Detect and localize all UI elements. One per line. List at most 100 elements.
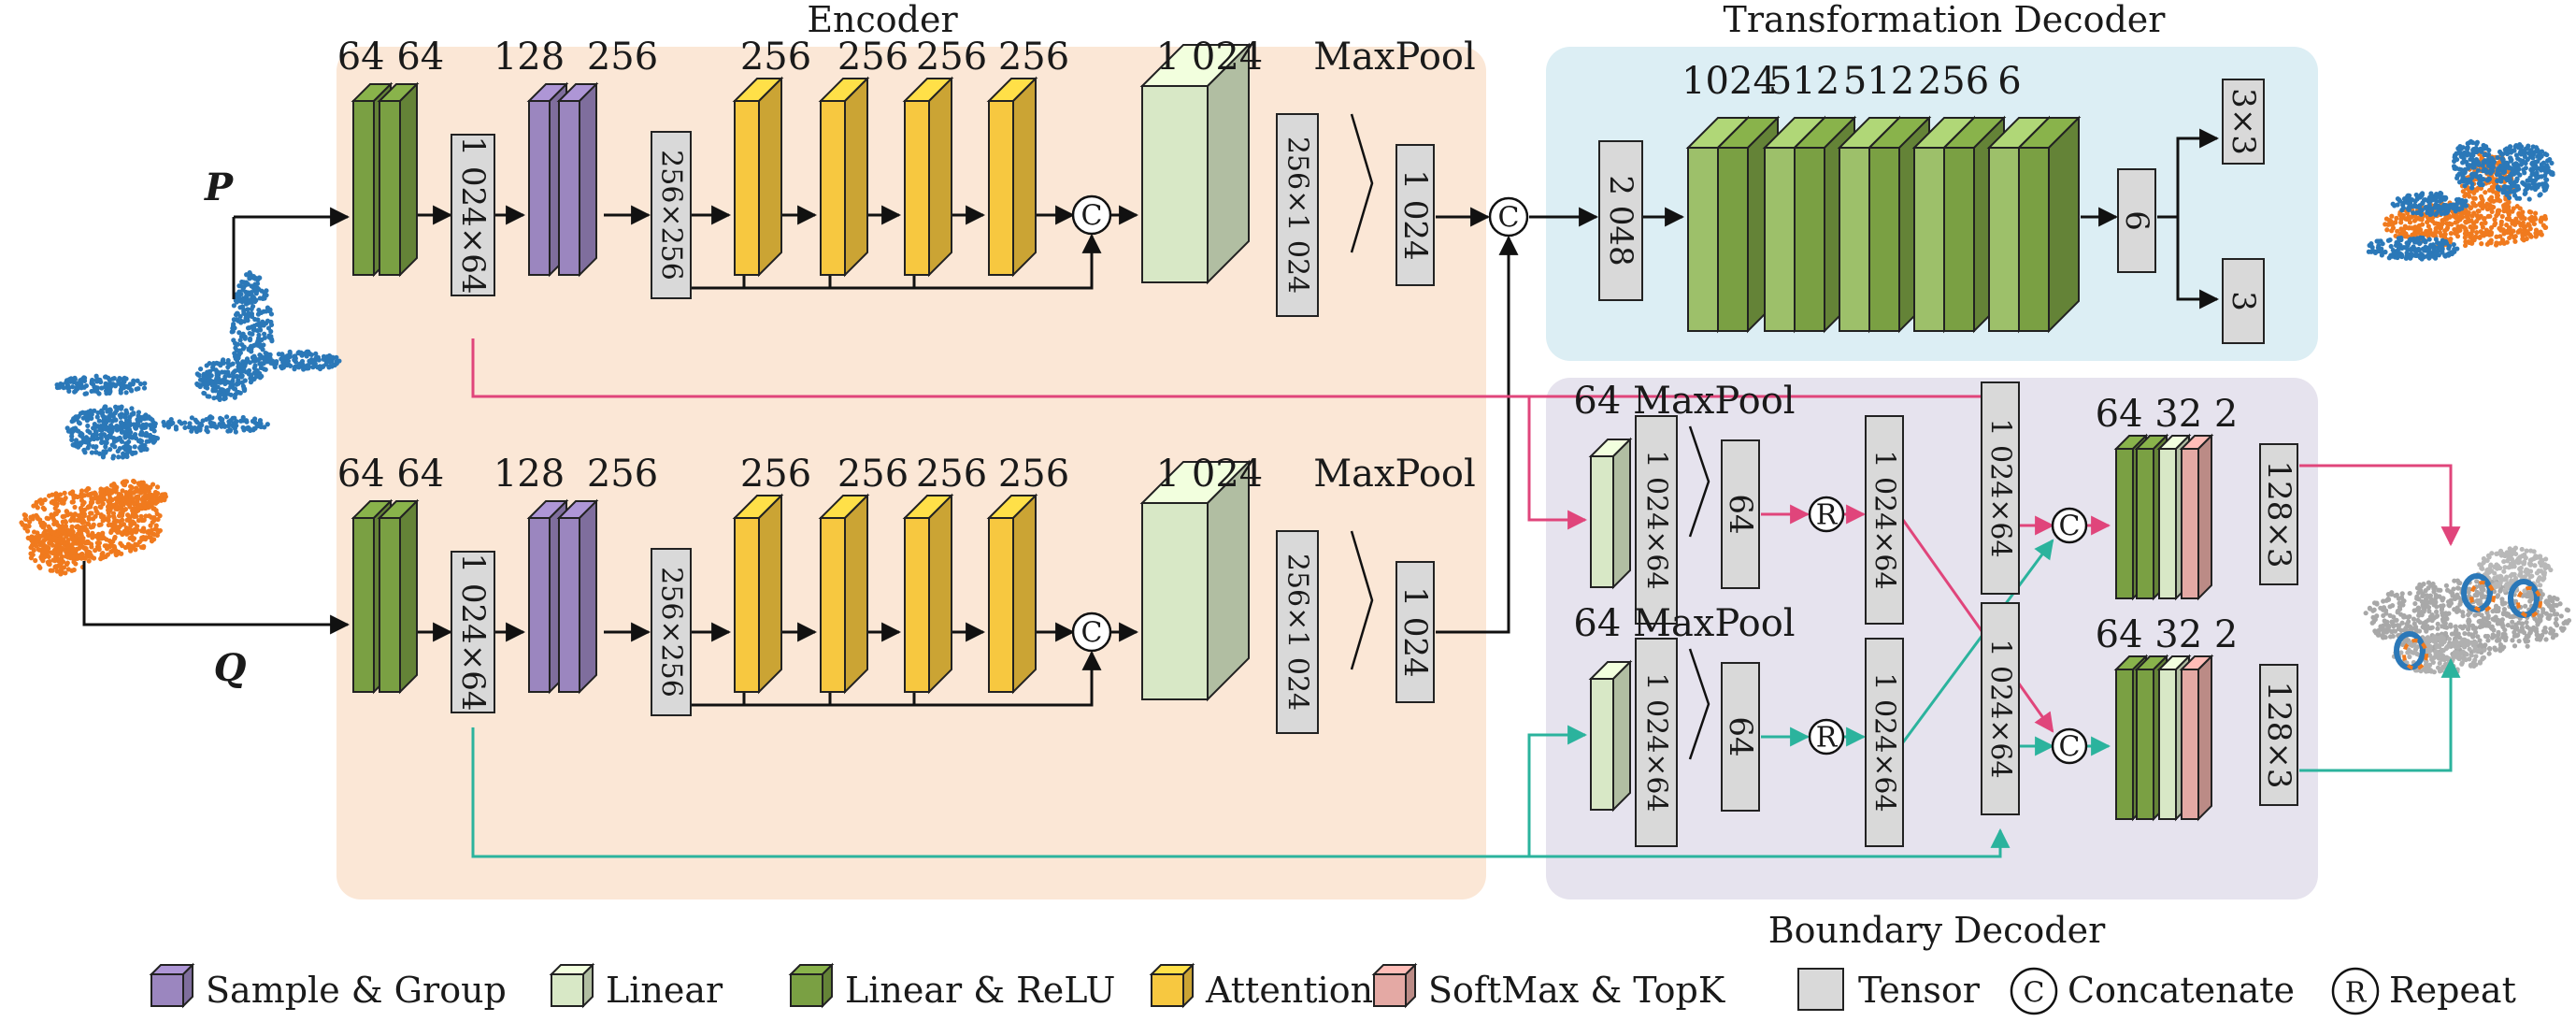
input-q-arrow bbox=[82, 561, 351, 635]
boundary-row1-tensor-a: 1 024×64 bbox=[1635, 415, 1678, 625]
boundary-row2-repeat-symbol: R bbox=[1816, 722, 1839, 755]
boundary-row1-out-labels: 64 32 2 bbox=[2096, 393, 2239, 436]
boundary-row2-out-labels: 64 32 2 bbox=[2096, 613, 2239, 656]
boundary-row1-tensor-128x3: 128×3 bbox=[2259, 443, 2298, 585]
boundary-decoder-title: Boundary Decoder bbox=[1768, 910, 2106, 951]
input-q-label: Q bbox=[214, 646, 247, 690]
legend-label-0: Sample & Group bbox=[206, 970, 507, 1011]
boundary-row1-maxpool-shape bbox=[1688, 425, 1710, 538]
input-p-label: P bbox=[204, 165, 235, 209]
legend-label-2: Linear & ReLU bbox=[845, 970, 1115, 1011]
encoder_q-attention-3 bbox=[902, 493, 954, 695]
transformation-tensor-3: 3 bbox=[2222, 258, 2265, 344]
input-point-clouds bbox=[19, 270, 342, 577]
transformation-decoder-title: Transformation Decoder bbox=[1724, 0, 2167, 40]
legend-swatch-6 bbox=[2010, 967, 2058, 1015]
boundary-row1-concatenate: C bbox=[2051, 507, 2088, 544]
legend-item-5: Tensor bbox=[1797, 968, 1981, 1011]
p-cross-to-row2 bbox=[1901, 519, 2054, 733]
encoder_q-label-256c: 256 bbox=[837, 453, 909, 496]
boundary-row2-tensor-b-text: 1 024×64 bbox=[1868, 672, 1901, 812]
encoder_q-linear-1024 bbox=[1139, 459, 1252, 702]
encoder_p-attention-2 bbox=[818, 76, 870, 278]
6-to-3 bbox=[2176, 217, 2220, 309]
encoder_p-attention-4 bbox=[986, 76, 1038, 278]
boundary-row2-repeat: R bbox=[1808, 718, 1845, 755]
encoder_q-label-64-64: 64 64 bbox=[337, 453, 445, 496]
encoder-merge-concatenate-symbol: C bbox=[1498, 202, 1520, 235]
transformation-tensor-3x3: 3×3 bbox=[2222, 79, 2265, 165]
boundary-row2-out-4 bbox=[2179, 654, 2214, 822]
encoder_p-concatenate: C bbox=[1071, 194, 1112, 236]
boundary-row1-tensor-b-text: 1 024×64 bbox=[1868, 450, 1901, 589]
encoder_q-label-256e: 256 bbox=[998, 453, 1069, 496]
encoder_q-label-1024: 1 024 bbox=[1156, 453, 1264, 496]
encoder_p-label-256a: 256 bbox=[587, 36, 658, 79]
boundary-row1-linear bbox=[1588, 437, 1633, 590]
boundary-row2-linear bbox=[1588, 659, 1633, 813]
legend-label-6: Concatenate bbox=[2068, 970, 2295, 1011]
boundary-row2-concatenate: C bbox=[2051, 727, 2088, 765]
legend-item-0: Sample & Group bbox=[149, 962, 507, 1011]
encoder_q-label-256d: 256 bbox=[916, 453, 987, 496]
encoder_p-sample-group-2 bbox=[556, 81, 599, 278]
legend-symbol-7: R bbox=[2345, 977, 2368, 1010]
encoder_q-attention-1 bbox=[732, 493, 784, 695]
boundary-row2-tensor-a-text: 1 024×64 bbox=[1640, 672, 1673, 812]
encoder_p-concatenate-symbol: C bbox=[1081, 200, 1103, 233]
encoder_p-label-256c: 256 bbox=[837, 36, 909, 79]
boundary-row2-concatenate-symbol: C bbox=[2059, 731, 2081, 764]
q-cross-to-row1 bbox=[1901, 539, 2054, 743]
legend-item-3: Attention bbox=[1149, 962, 1373, 1011]
encoder_p-linear-1024 bbox=[1139, 42, 1252, 285]
boundary-row1-tensor-a-text: 1 024×64 bbox=[1640, 450, 1673, 589]
boundary-row1-tensor-c-text: 1 024×64 bbox=[1984, 418, 2017, 557]
legend-item-6: C Concatenate bbox=[2010, 967, 2295, 1015]
boundary-row1-tensor-c: 1 024×64 bbox=[1981, 381, 2020, 595]
encoder_q-label-maxpool: MaxPool bbox=[1313, 453, 1476, 496]
boundary-row1-repeat-symbol: R bbox=[1816, 499, 1839, 532]
transformation-label-3: 256 bbox=[1918, 60, 1989, 103]
encoder_q-maxpool-shape bbox=[1350, 530, 1374, 670]
encoder-merge-concatenate: C bbox=[1488, 196, 1529, 237]
encoder_p-label-1024: 1 024 bbox=[1156, 36, 1264, 79]
encoder_q-tensor-256x1024-text: 256×1 024 bbox=[1281, 554, 1314, 711]
encoder_q-label-256b: 256 bbox=[740, 453, 811, 496]
boundary-row2-maxpool-shape bbox=[1688, 648, 1710, 760]
transformation-tensor-6-text: 6 bbox=[2118, 210, 2155, 231]
transformation-tensor-2048: 2 048 bbox=[1598, 140, 1643, 301]
boundary-row1-tensor-64: 64 bbox=[1721, 439, 1760, 589]
legend-swatch-0 bbox=[149, 962, 195, 1009]
legend-swatch-1 bbox=[549, 962, 595, 1009]
encoder_p-maxpool-shape bbox=[1350, 113, 1374, 253]
encoder_q-label-256a: 256 bbox=[587, 453, 658, 496]
legend-symbol-6: C bbox=[2024, 977, 2045, 1010]
encoder_q-label-128: 128 bbox=[494, 453, 565, 496]
encoder-title: Encoder bbox=[807, 0, 958, 40]
encoder_q-concatenate-symbol: C bbox=[1081, 617, 1103, 650]
legend-item-2: Linear & ReLU bbox=[788, 962, 1115, 1011]
encoder_p-label-maxpool: MaxPool bbox=[1313, 36, 1476, 79]
encoder_p-label-128: 128 bbox=[494, 36, 565, 79]
encoder_p-tensor-256x1024-text: 256×1 024 bbox=[1281, 137, 1314, 294]
boundary-row2-tensor-a: 1 024×64 bbox=[1635, 638, 1678, 847]
encoder_q-sample-group-2 bbox=[556, 498, 599, 695]
boundary-row1-label: 64 MaxPool bbox=[1573, 380, 1795, 423]
boundary-row2-tensor-128x3: 128×3 bbox=[2259, 664, 2298, 806]
transformed-point-cloud bbox=[2366, 138, 2555, 262]
encoder_p-tensor-1024: 1 024 bbox=[1395, 144, 1435, 286]
boundary-row1-out-4 bbox=[2179, 433, 2214, 601]
encoder_q-tensor-1024x64-text: 1 024×64 bbox=[454, 553, 492, 711]
row2-out-to-cloud bbox=[2299, 657, 2461, 772]
encoder_q-tensor-256x256-text: 256×256 bbox=[655, 567, 688, 698]
legend-swatch-2 bbox=[788, 962, 835, 1009]
boundary-row2-tensor-64-text: 64 bbox=[1722, 716, 1759, 756]
legend-swatch-7 bbox=[2331, 967, 2380, 1015]
encoder_p-tensor-1024x64: 1 024×64 bbox=[451, 134, 495, 296]
transformation-tensor-6: 6 bbox=[2117, 168, 2156, 273]
encoder_q-attention-4 bbox=[986, 493, 1038, 695]
transformation-tensor-3-text: 3 bbox=[2225, 291, 2262, 311]
transformation-label-2: 512 bbox=[1843, 60, 1914, 103]
legend-label-5: Tensor bbox=[1858, 970, 1981, 1011]
